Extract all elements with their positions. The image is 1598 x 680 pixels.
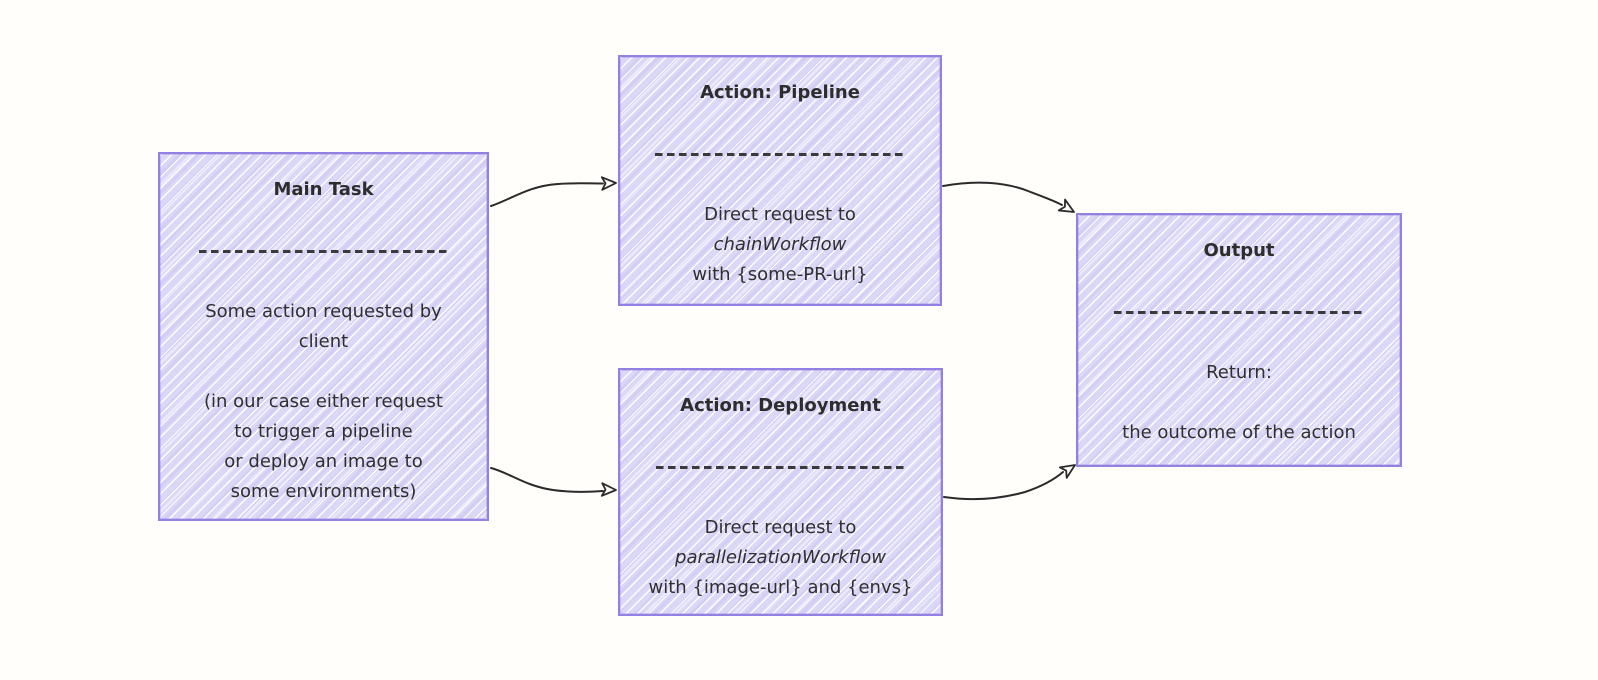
node-title: Action: Pipeline: [700, 82, 860, 103]
body-line: (in our case either request: [204, 391, 443, 412]
node-main-task: Main Task Some action requested by clien…: [158, 152, 489, 521]
node-title: Output: [1203, 240, 1275, 261]
node-body: Return: the outcome of the action: [1086, 358, 1392, 448]
body-line: the outcome of the action: [1122, 422, 1356, 443]
body-line-workflow-name: chainWorkflow: [713, 234, 847, 255]
arrowhead-pipeline-to-output: [1057, 198, 1075, 213]
arrow-pipeline-to-output: [942, 181, 1063, 206]
arrow-deployment-to-output: [943, 471, 1064, 501]
node-body: Direct request to chainWorkflow with {so…: [628, 200, 932, 290]
arrowhead-main-to-deployment: [600, 482, 617, 497]
node-body: Some action requested by client (in our …: [168, 297, 479, 507]
dashed-divider: [1114, 311, 1364, 314]
dashed-divider: [655, 153, 905, 156]
arrow-main-to-deployment: [490, 467, 604, 493]
body-line: Return:: [1206, 362, 1272, 383]
node-body: Direct request to parallelizationWorkflo…: [628, 513, 933, 603]
body-line: some environments): [230, 481, 417, 502]
body-line: Direct request to: [704, 204, 856, 225]
body-line-spacer: [168, 357, 479, 387]
node-action-pipeline: Action: Pipeline Direct request to chain…: [618, 55, 942, 306]
body-line: or deploy an image to: [224, 451, 423, 472]
body-line-spacer: [1086, 388, 1392, 418]
node-output: Output Return: the outcome of the action: [1076, 213, 1402, 467]
body-line: client: [298, 331, 349, 352]
body-line-workflow-name: parallelizationWorkflow: [675, 547, 886, 568]
body-line: Some action requested by: [205, 301, 442, 322]
body-line: with {some-PR-url}: [692, 264, 868, 285]
dashed-divider: [655, 466, 906, 469]
node-action-deployment: Action: Deployment Direct request to par…: [618, 368, 943, 616]
body-line: to trigger a pipeline: [234, 421, 413, 442]
body-line: with {image-url} and {envs}: [648, 577, 913, 598]
dashed-divider: [198, 250, 449, 253]
node-title: Action: Deployment: [680, 395, 881, 416]
arrow-main-to-pipeline: [490, 182, 604, 207]
node-title: Main Task: [273, 179, 374, 200]
body-line: Direct request to: [704, 517, 857, 538]
arrowhead-main-to-pipeline: [600, 176, 617, 191]
